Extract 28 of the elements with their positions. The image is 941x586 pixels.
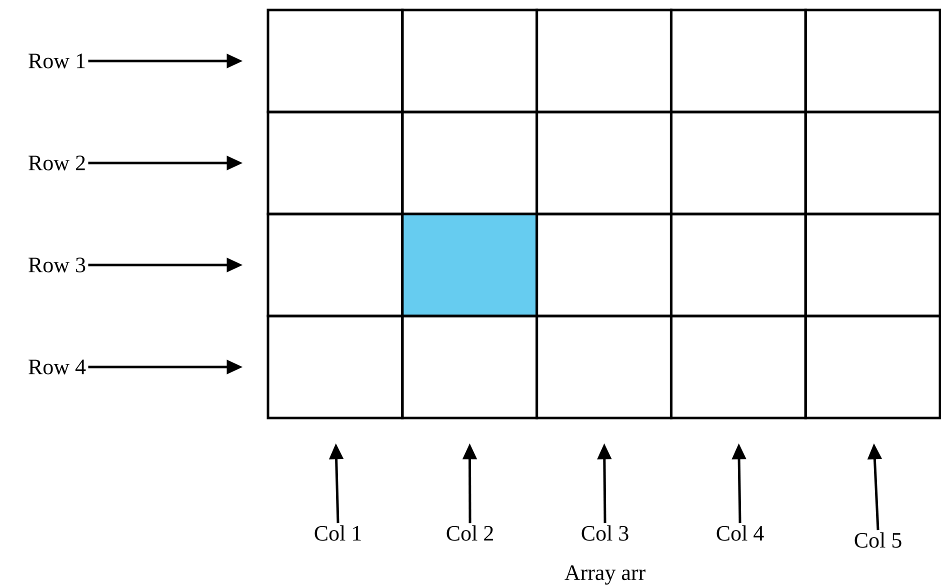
axis-label: Col 5 <box>854 532 902 548</box>
axis-label: Row 4 <box>28 360 86 374</box>
array-cell <box>536 314 672 420</box>
array-cell <box>670 212 807 318</box>
axis-label: Row 3 <box>28 258 86 272</box>
array-cell <box>266 8 404 114</box>
array-cell <box>266 110 404 216</box>
array-cell <box>536 110 672 216</box>
axis-label: Col 3 <box>582 525 628 541</box>
array-cell <box>536 212 672 318</box>
array-cell <box>670 8 807 114</box>
axis-label: Col 2 <box>446 525 493 541</box>
array-cell <box>401 314 538 420</box>
array-cell <box>401 8 538 114</box>
array-cell <box>804 314 941 420</box>
array-cell <box>804 8 941 114</box>
array-cell <box>670 314 807 420</box>
axis-label: Row 1 <box>28 54 85 68</box>
array-cell <box>266 314 404 420</box>
axis-label: Col 4 <box>716 525 764 541</box>
array-cell <box>804 212 941 318</box>
highlighted-cell <box>401 212 538 318</box>
array-cell <box>670 110 807 216</box>
array-cell <box>536 8 672 114</box>
axis-label: Col 1 <box>314 525 361 541</box>
array-cell <box>804 110 941 216</box>
axis-label: Row 2 <box>28 156 85 170</box>
caption: Array arr <box>564 565 646 585</box>
